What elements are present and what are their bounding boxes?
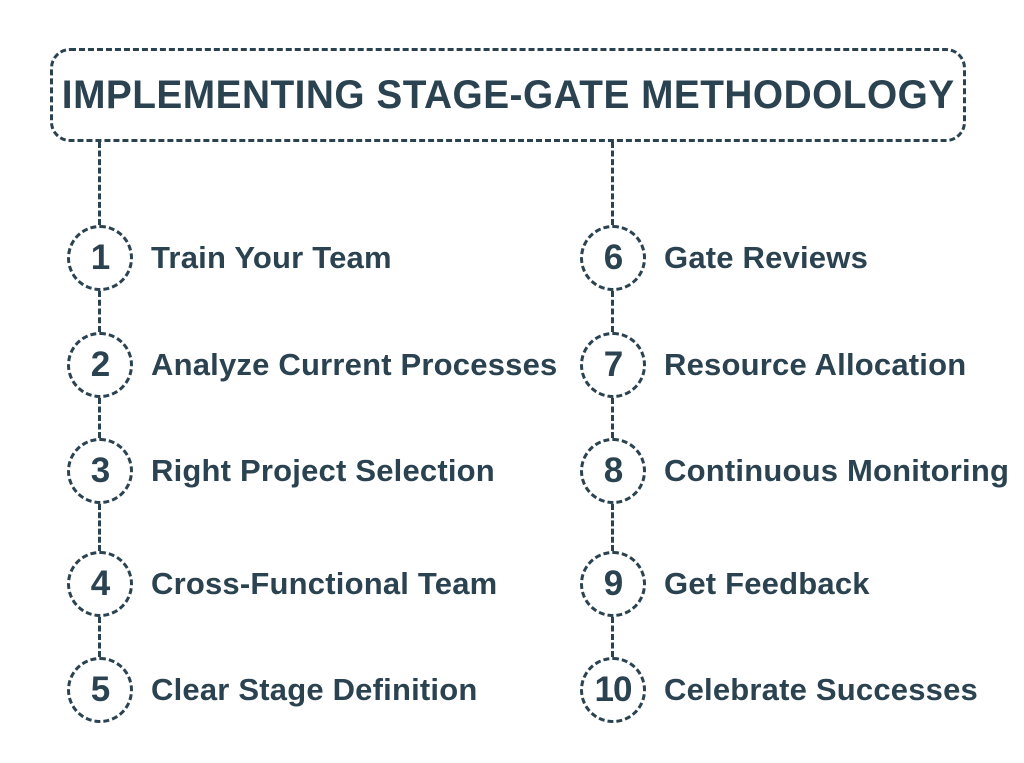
step-number-circle: 10 [580,657,646,723]
list-item-4: 4 Cross-Functional Team [67,551,497,617]
step-number-circle: 1 [67,225,133,291]
connector-line-right-8-9 [611,504,614,551]
step-number: 9 [603,564,623,603]
step-number-circle: 3 [67,438,133,504]
step-label: Gate Reviews [664,240,869,275]
step-number: 7 [603,345,623,384]
step-number-circle: 2 [67,332,133,398]
step-label: Cross-Functional Team [151,566,498,601]
step-number: 1 [90,238,110,277]
step-number-circle: 6 [580,225,646,291]
step-number: 3 [90,451,110,490]
connector-line-right-7-8 [611,398,614,438]
step-number: 6 [603,238,623,277]
list-item-1: 1 Train Your Team [67,225,392,291]
connector-line-left-2-3 [98,398,101,438]
step-label: Train Your Team [151,240,392,275]
step-label: Continuous Monitoring [664,453,1010,488]
list-item-2: 2 Analyze Current Processes [67,332,557,398]
step-number: 2 [90,345,110,384]
step-number-circle: 5 [67,657,133,723]
list-item-7: 7 Resource Allocation [580,332,966,398]
step-number-circle: 9 [580,551,646,617]
step-number: 5 [90,670,110,709]
connector-line-left-4-5 [98,617,101,657]
connector-line-right-6-7 [611,291,614,332]
list-item-10: 10 Celebrate Successes [580,657,978,723]
step-number-circle: 4 [67,551,133,617]
step-label: Get Feedback [664,566,870,601]
step-label: Resource Allocation [664,347,967,382]
step-number: 8 [603,451,623,490]
list-item-5: 5 Clear Stage Definition [67,657,478,723]
step-number-circle: 8 [580,438,646,504]
page-title: IMPLEMENTING STAGE-GATE METHODOLOGY [61,72,955,117]
connector-line-left-3-4 [98,504,101,551]
step-number-circle: 7 [580,332,646,398]
list-item-8: 8 Continuous Monitoring [580,438,1009,504]
list-item-9: 9 Get Feedback [580,551,870,617]
step-number: 10 [594,670,633,709]
step-label: Analyze Current Processes [151,347,558,382]
title-box: IMPLEMENTING STAGE-GATE METHODOLOGY [50,48,966,142]
connector-line-title-right [611,142,614,225]
step-label: Celebrate Successes [664,672,978,707]
step-number: 4 [90,564,110,603]
connector-line-left-1-2 [98,291,101,332]
connector-line-right-9-10 [611,617,614,657]
list-item-3: 3 Right Project Selection [67,438,495,504]
list-item-6: 6 Gate Reviews [580,225,868,291]
step-label: Clear Stage Definition [151,672,478,707]
step-label: Right Project Selection [151,453,495,488]
connector-line-title-left [98,142,101,225]
